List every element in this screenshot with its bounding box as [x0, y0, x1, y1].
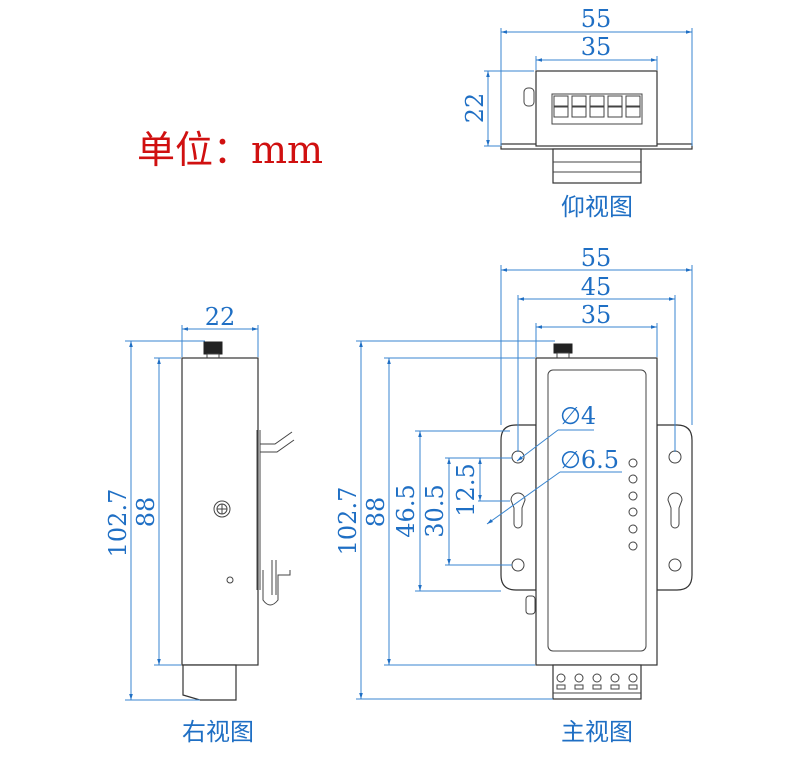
- bottom-view: 55 35 22 仰视图: [461, 5, 693, 221]
- dim-bottom-height: 22: [461, 93, 489, 124]
- bottom-view-din-clip: [552, 148, 642, 184]
- dim-front-hole-spacing: 45: [581, 273, 612, 301]
- bottom-view-antenna: [523, 87, 535, 107]
- front-view-terminals: [556, 673, 638, 690]
- right-view-antenna: [203, 341, 223, 355]
- front-view-panel: [547, 369, 647, 652]
- screw-icon: [213, 500, 231, 518]
- dim-front-hole-pitch: 30.5: [421, 484, 449, 537]
- front-view-antenna: [553, 343, 573, 354]
- dim-front-overall-width: 55: [581, 244, 612, 272]
- dim-right-body-height: 88: [132, 497, 160, 528]
- bottom-view-body: [535, 70, 658, 147]
- keyhole-slot: [510, 492, 526, 529]
- front-view: 55 45 35 102.7 88 46.5 30.5 12.5 ∅4: [334, 244, 693, 746]
- dim-front-slot-diameter: ∅6.5: [560, 446, 619, 474]
- front-view-flange-right: [656, 424, 693, 591]
- dim-front-body-width: 35: [581, 301, 612, 329]
- dim-right-overall-height: 102.7: [104, 489, 132, 558]
- mount-hole: [668, 558, 682, 572]
- front-view-body: [535, 357, 658, 666]
- dim-front-hole-diameter: ∅4: [560, 402, 596, 430]
- leader-slot-diameter: [486, 471, 561, 525]
- dim-front-flange-height: 46.5: [392, 484, 420, 537]
- bottom-view-terminals: [553, 95, 641, 118]
- caption-right-view: 右视图: [182, 718, 254, 746]
- unit-label: 单位：mm: [137, 128, 323, 172]
- dim-front-body-height: 88: [362, 497, 390, 528]
- right-view-indicator: [226, 576, 234, 584]
- right-view-terminal: [182, 664, 237, 701]
- leader-hole-diameter: [516, 429, 559, 462]
- bottom-view-terminal-block: [551, 93, 643, 125]
- dim-bottom-body-width: 35: [581, 33, 612, 61]
- caption-front-view: 主视图: [561, 718, 633, 746]
- right-view-din-clip: [256, 430, 295, 606]
- led-indicators: [628, 458, 638, 551]
- dim-front-overall-height: 102.7: [334, 487, 362, 556]
- front-view-side-button: [525, 595, 536, 615]
- right-view-body: [181, 357, 259, 666]
- dim-front-slot-offset: 12.5: [452, 463, 480, 516]
- keyhole-slot: [667, 492, 683, 529]
- dim-bottom-overall-width: 55: [581, 5, 612, 33]
- right-view: 22 102.7 88 右视图: [104, 303, 295, 746]
- caption-bottom-view: 仰视图: [561, 193, 633, 221]
- dim-right-width: 22: [205, 303, 236, 331]
